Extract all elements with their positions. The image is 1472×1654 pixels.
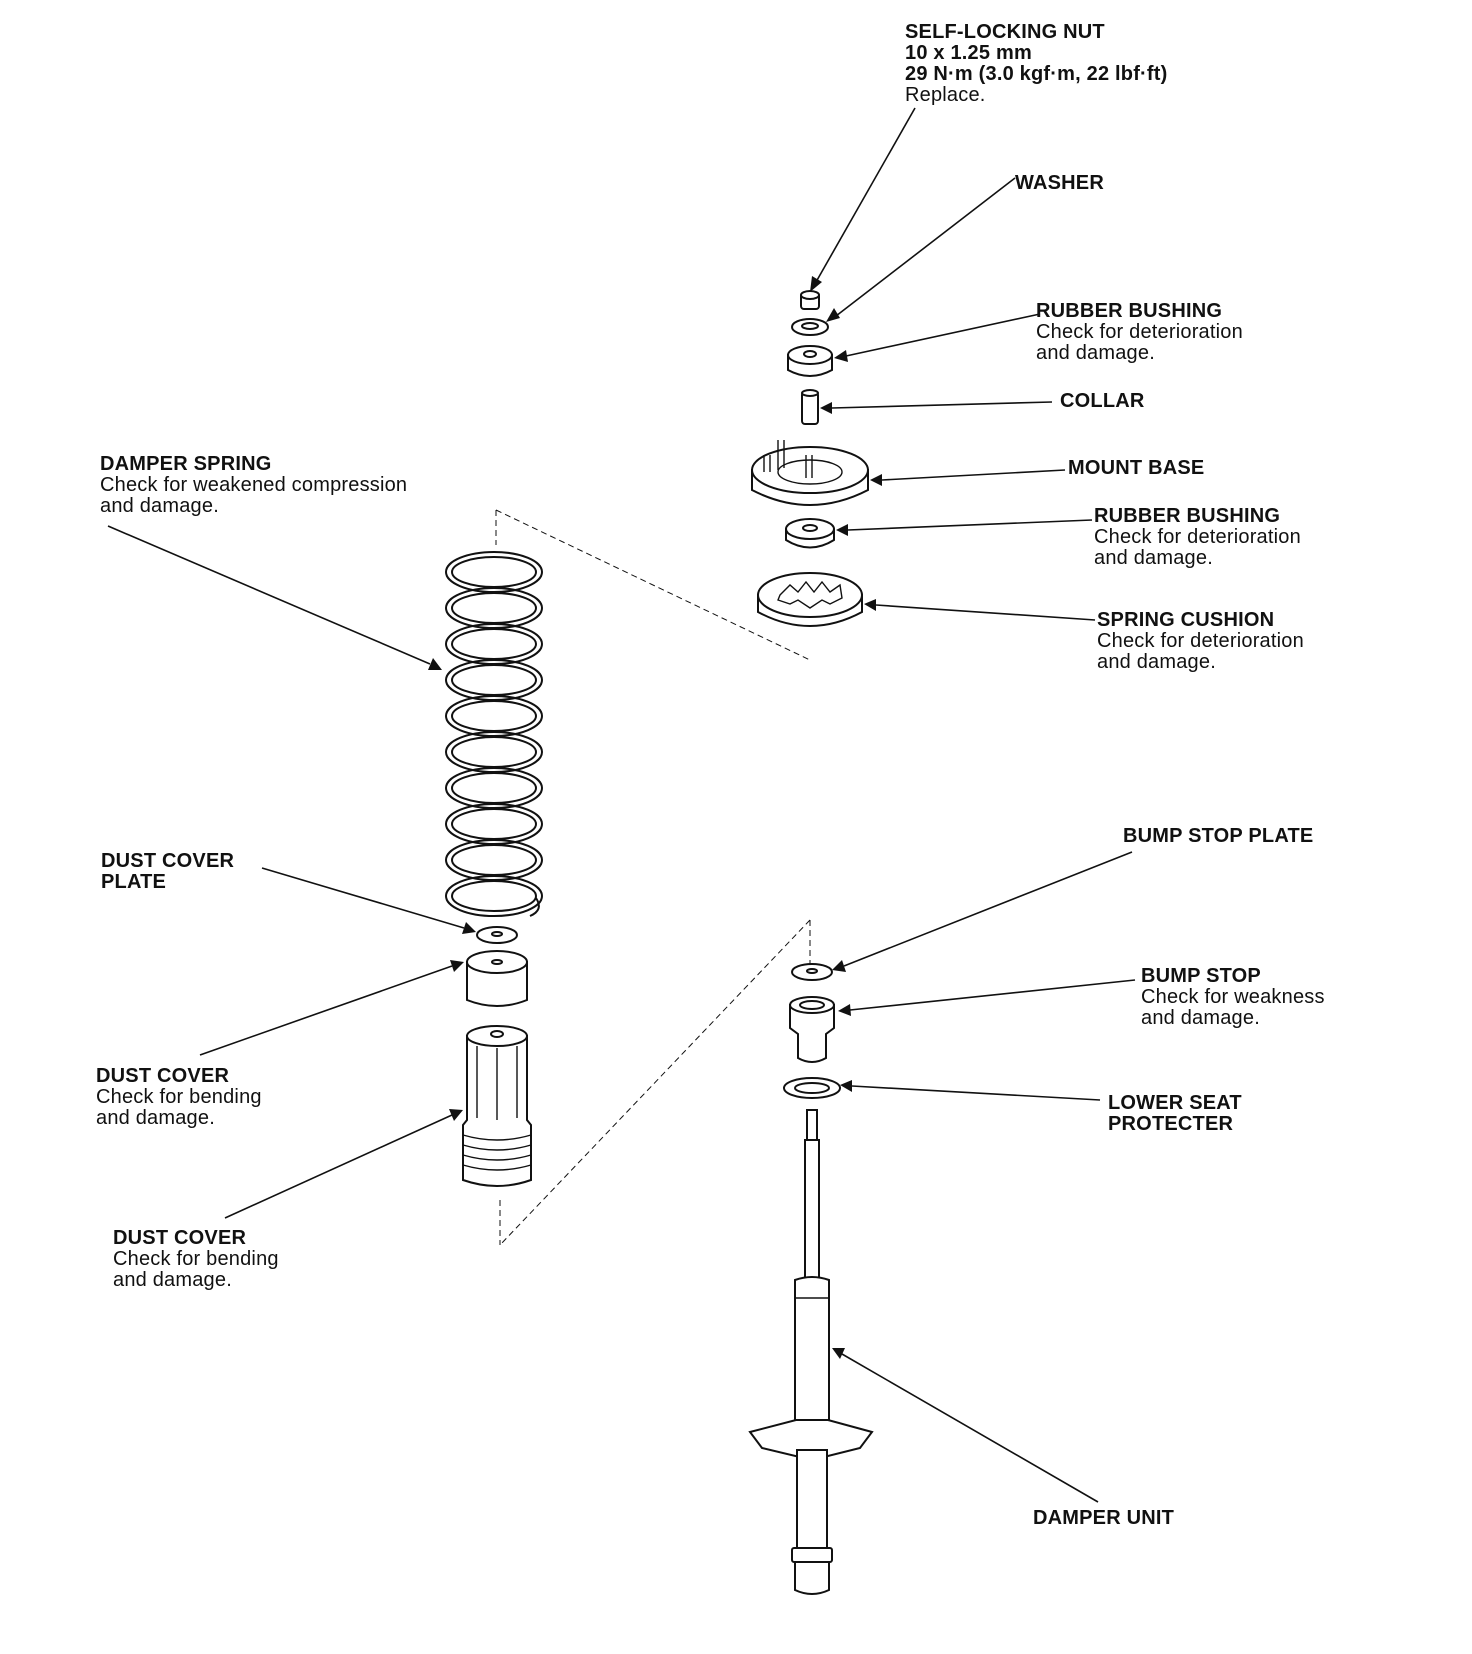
rubber-bushing-upper-note2: and damage. [1036, 342, 1155, 364]
rubber-bushing-lower-note1: Check for deterioration [1094, 526, 1301, 548]
dust-cover-plate-title2: PLATE [101, 871, 167, 893]
bump-stop-plate-part [791, 963, 833, 981]
rubber-bushing-lower-part [785, 518, 835, 549]
dust-cover-1-title: DUST COVER [96, 1065, 230, 1087]
damper-unit-title: DAMPER UNIT [1033, 1507, 1175, 1529]
label-lower-seat-protecter: LOWER SEAT PROTECTER [1108, 1093, 1242, 1135]
damper-spring-part [445, 551, 543, 917]
label-dust-cover-plate: DUST COVER PLATE [101, 851, 234, 893]
collar-title: COLLAR [1060, 390, 1145, 412]
bump-stop-part [789, 996, 835, 1063]
self-locking-nut-part [800, 290, 820, 310]
label-spring-cushion: SPRING CUSHION Check for deterioration a… [1097, 610, 1304, 673]
dust-cover-2-note2: and damage. [113, 1269, 232, 1291]
damper-spring-note1: Check for weakened compression [100, 474, 408, 496]
washer-part [791, 318, 829, 336]
bump-stop-plate-title: BUMP STOP PLATE [1123, 825, 1314, 847]
dust-cover-plate-title1: DUST COVER [101, 850, 235, 872]
dust-cover-2-note1: Check for bending [113, 1248, 279, 1270]
label-damper-spring: DAMPER SPRING Check for weakened compres… [100, 454, 407, 517]
label-bump-stop: BUMP STOP Check for weakness and damage. [1141, 966, 1325, 1029]
rubber-bushing-upper-part [787, 345, 833, 377]
label-collar: COLLAR [1060, 391, 1145, 412]
dust-cover-1-part [466, 950, 528, 1007]
collar-part [801, 389, 819, 425]
dust-cover-2-part [462, 1025, 532, 1187]
label-self-locking-nut: SELF-LOCKING NUT 10 x 1.25 mm 29 N·m (3.… [905, 22, 1168, 106]
self-locking-nut-title: SELF-LOCKING NUT [905, 21, 1105, 43]
rubber-bushing-lower-title: RUBBER BUSHING [1094, 505, 1281, 527]
rubber-bushing-upper-note1: Check for deterioration [1036, 321, 1243, 343]
lower-seat-protecter-title1: LOWER SEAT [1108, 1092, 1242, 1114]
label-dust-cover-2: DUST COVER Check for bending and damage. [113, 1228, 279, 1291]
damper-unit-part [748, 1109, 874, 1595]
leader-lines [107, 107, 1136, 1503]
washer-title: WASHER [1015, 172, 1104, 194]
alignment-lines [495, 509, 811, 1246]
mount-base-part [751, 440, 869, 506]
spring-cushion-title: SPRING CUSHION [1097, 609, 1275, 631]
spring-cushion-note2: and damage. [1097, 651, 1216, 673]
label-dust-cover-1: DUST COVER Check for bending and damage. [96, 1066, 262, 1129]
self-locking-nut-note: Replace. [905, 84, 986, 106]
lower-seat-protecter-title2: PROTECTER [1108, 1113, 1234, 1135]
label-mount-base: MOUNT BASE [1068, 458, 1204, 479]
spring-cushion-note1: Check for deterioration [1097, 630, 1304, 652]
label-damper-unit: DAMPER UNIT [1033, 1508, 1174, 1529]
bump-stop-note1: Check for weakness [1141, 986, 1325, 1008]
label-rubber-bushing-lower: RUBBER BUSHING Check for deterioration a… [1094, 506, 1301, 569]
label-washer: WASHER [1015, 173, 1104, 194]
bump-stop-title: BUMP STOP [1141, 965, 1261, 987]
dust-cover-1-note2: and damage. [96, 1107, 215, 1129]
self-locking-nut-torque: 29 N·m (3.0 kgf·m, 22 lbf·ft) [905, 63, 1168, 85]
self-locking-nut-size: 10 x 1.25 mm [905, 42, 1032, 64]
dust-cover-1-note1: Check for bending [96, 1086, 262, 1108]
lower-seat-protecter-part [783, 1077, 841, 1099]
dust-cover-2-title: DUST COVER [113, 1227, 247, 1249]
rubber-bushing-upper-title: RUBBER BUSHING [1036, 300, 1223, 322]
label-bump-stop-plate: BUMP STOP PLATE [1123, 826, 1313, 847]
mount-base-title: MOUNT BASE [1068, 457, 1205, 479]
damper-spring-note2: and damage. [100, 495, 219, 517]
dust-cover-plate-part [476, 926, 518, 944]
rubber-bushing-lower-note2: and damage. [1094, 547, 1213, 569]
bump-stop-note2: and damage. [1141, 1007, 1260, 1029]
spring-cushion-part [757, 572, 863, 627]
label-rubber-bushing-upper: RUBBER BUSHING Check for deterioration a… [1036, 301, 1243, 364]
damper-spring-title: DAMPER SPRING [100, 453, 272, 475]
